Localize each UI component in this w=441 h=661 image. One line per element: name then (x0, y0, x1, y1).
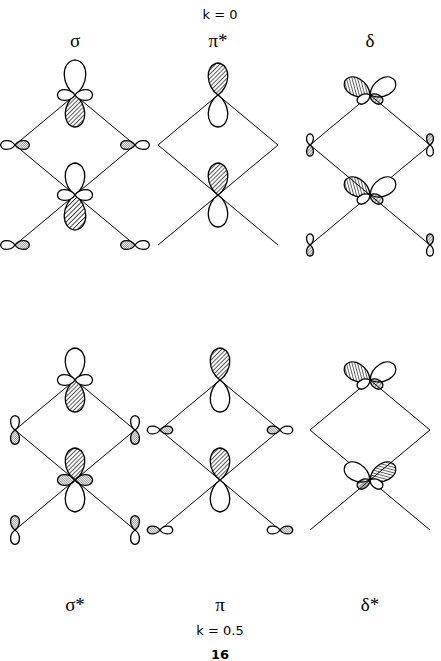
bond-line (310, 95, 430, 245)
orbital-lobe (121, 241, 135, 250)
orbital-lobe (210, 380, 230, 412)
orbital-label: δ (366, 31, 375, 50)
orbital-lobe (131, 430, 140, 444)
orbital-lobe (280, 426, 293, 434)
orbital-lobe (121, 141, 135, 150)
orbital-lobe (1, 241, 15, 250)
orbital-lobe (131, 416, 140, 430)
orbital-lobe (131, 516, 140, 530)
orbital-lobe (75, 190, 93, 201)
delta-star-orbital (310, 358, 430, 530)
orbital-lobe (160, 526, 173, 534)
orbital-lobe (210, 480, 230, 512)
orbital-lobe (11, 430, 20, 444)
delta-orbital (307, 73, 434, 256)
orbital-lobe (135, 241, 149, 250)
k-point-label: k = 0 (203, 8, 238, 21)
orbital-lobe (307, 234, 314, 245)
orbital-lobe (355, 91, 372, 106)
orbital-lobe (57, 90, 75, 101)
orbital-lobe (307, 245, 314, 256)
orbital-lobe (210, 348, 230, 380)
pi-star-orbital (158, 63, 278, 245)
orbital-lobe (57, 375, 75, 386)
orbital-lobe (1, 141, 15, 150)
orbital-label: π (215, 595, 225, 614)
orbital-lobe (368, 191, 385, 206)
bond-line (158, 95, 278, 245)
orbital-lobe (57, 475, 75, 486)
orbital-lobe (147, 426, 160, 434)
orbital-lobe (368, 476, 385, 491)
orbital-lobe (15, 241, 29, 250)
bond-line (15, 380, 135, 530)
pi-orbital (147, 348, 293, 534)
orbital-lobe (75, 90, 93, 101)
orbital-lobe (131, 530, 140, 544)
orbital-lobe (75, 475, 93, 486)
k-point-label: k = 0.5 (196, 624, 243, 637)
orbital-lobe (208, 95, 228, 127)
orbital-label: δ* (361, 595, 379, 614)
figure-number: 16 (211, 648, 229, 661)
orbital-lobe (355, 476, 372, 491)
orbital-lobe (427, 134, 434, 145)
orbital-lobe (11, 530, 20, 544)
orbital-lobe (75, 375, 93, 386)
orbital-lobe (267, 426, 280, 434)
orbital-label: σ (70, 31, 80, 50)
orbital-lobe (11, 516, 20, 530)
orbital-lobe (427, 234, 434, 245)
orbital-lobe (11, 416, 20, 430)
bond-line (15, 95, 135, 245)
orbital-lobe (210, 448, 230, 480)
bond-line (310, 380, 430, 530)
orbital-lobe (355, 376, 372, 391)
orbital-lobe (307, 145, 314, 156)
orbital-lobe (15, 141, 29, 150)
orbital-lobe (307, 134, 314, 145)
orbital-lobe (208, 195, 228, 227)
bond-line (160, 380, 280, 530)
orbital-lobe (208, 163, 228, 195)
orbital-lobe (147, 526, 160, 534)
orbital-lobe (135, 141, 149, 150)
orbital-lobe (57, 190, 75, 201)
orbital-lobe (280, 526, 293, 534)
orbital-lobe (427, 245, 434, 256)
orbital-lobe (368, 91, 385, 106)
orbital-lobe (368, 376, 385, 391)
sigma-orbital (1, 60, 150, 250)
orbital-lobe (160, 426, 173, 434)
orbital-lobe (427, 145, 434, 156)
orbital-label: π* (208, 31, 227, 50)
sigma-star-orbital (11, 348, 140, 544)
orbital-label: σ* (65, 595, 85, 614)
orbital-lobe (208, 63, 228, 95)
orbital-lobe (355, 191, 372, 206)
orbital-lobe (267, 526, 280, 534)
